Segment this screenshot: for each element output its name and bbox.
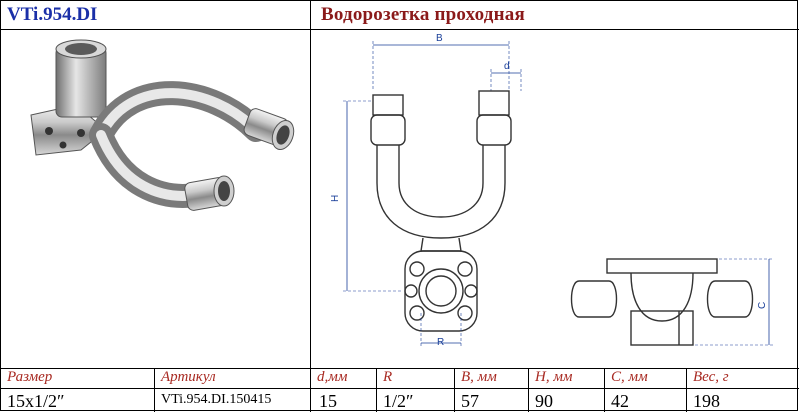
dim-label-r: R <box>437 337 444 348</box>
header-r: R <box>383 369 393 385</box>
table-top-divider <box>1 368 799 369</box>
header-d: d,мм <box>317 369 348 385</box>
header-size: Размер <box>7 369 53 385</box>
value-weight: 198 <box>693 391 720 411</box>
dim-label-h: H <box>330 195 341 202</box>
col-divider-4 <box>528 368 529 412</box>
product-title: Водорозетка проходная <box>321 4 525 25</box>
col-divider-1 <box>154 368 155 412</box>
header-weight: Вес, г <box>693 369 729 385</box>
value-article: VTi.954.DI.150415 <box>161 392 272 407</box>
col-divider-3 <box>454 368 455 412</box>
header-article: Артикул <box>161 369 216 385</box>
value-h: 90 <box>535 391 553 411</box>
value-d: 15 <box>319 391 337 411</box>
header-divider <box>1 29 799 30</box>
dim-label-c: C <box>757 302 768 309</box>
dim-label-b: B <box>436 33 443 44</box>
technical-drawing-front: B d H R <box>330 33 522 348</box>
header-b: B, мм <box>461 369 497 385</box>
main-column-divider <box>310 1 311 412</box>
value-size: 15x1/2″ <box>7 391 65 411</box>
table-mid-divider <box>1 388 799 389</box>
col-divider-6 <box>686 368 687 412</box>
header-h: H, мм <box>535 369 573 385</box>
product-code: VTi.954.DI <box>7 4 98 25</box>
value-r: 1/2″ <box>383 391 414 411</box>
col-divider-2 <box>376 368 377 412</box>
dim-label-d: d <box>504 61 510 72</box>
header-c: C, мм <box>611 369 648 385</box>
product-photo <box>30 39 295 211</box>
technical-drawing-side: C <box>570 258 773 346</box>
value-b: 57 <box>461 391 479 411</box>
col-divider-5 <box>604 368 605 412</box>
value-c: 42 <box>611 391 629 411</box>
